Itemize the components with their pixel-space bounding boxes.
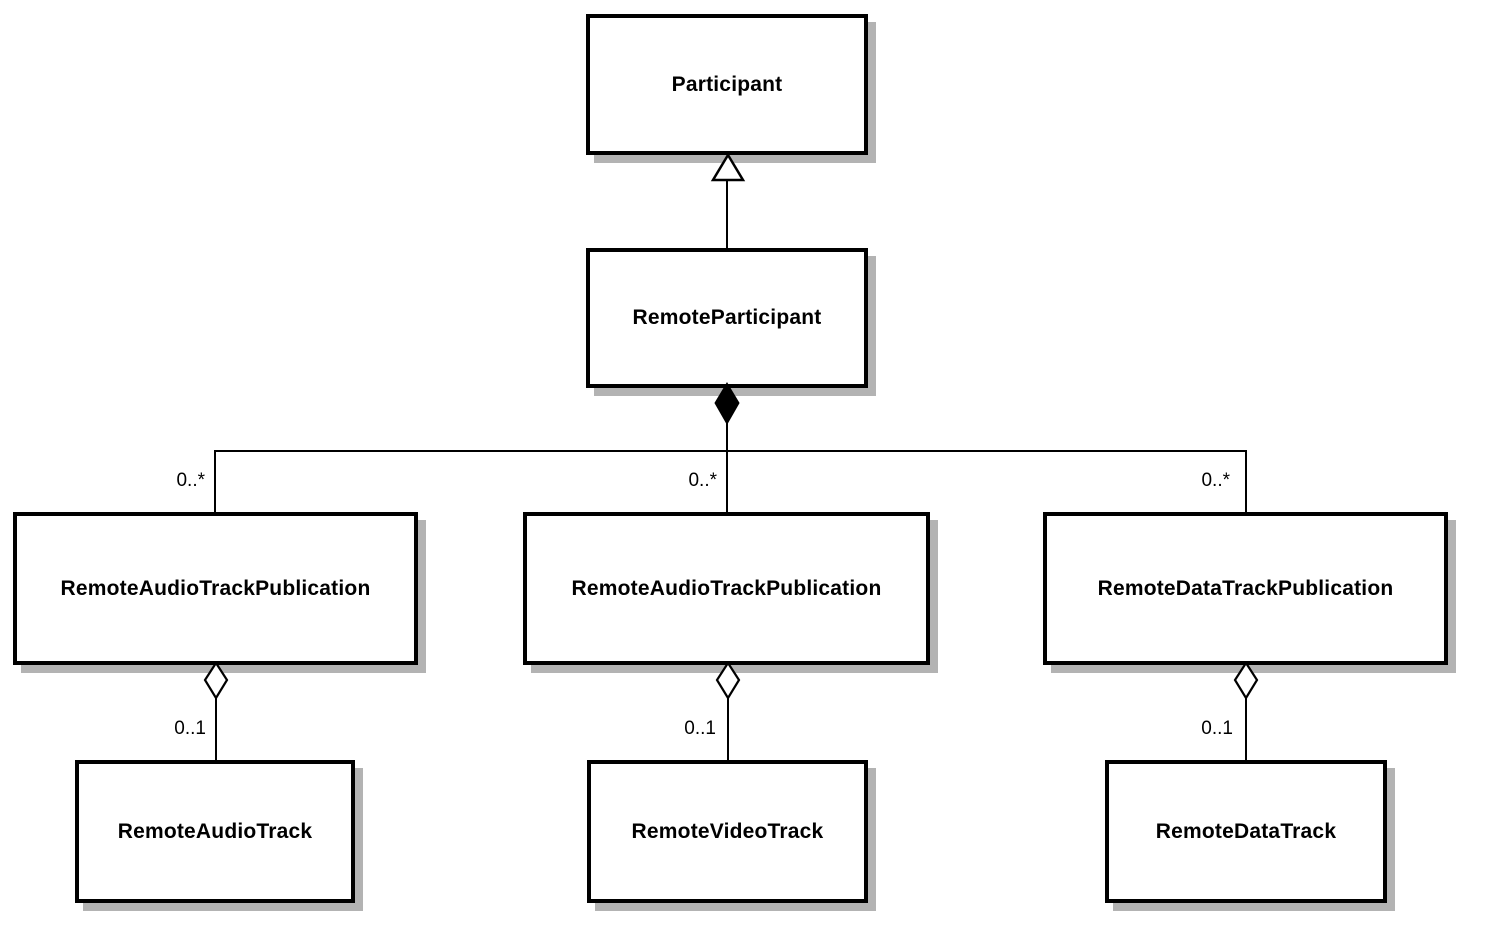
aggregation-line-right: [1245, 698, 1247, 760]
class-label-remote-data-track: RemoteDataTrack: [1155, 819, 1337, 843]
class-box-remote-data-track-publication: RemoteDataTrackPublication: [1043, 512, 1448, 665]
multiplicity-label-many-left: 0..*: [176, 470, 205, 491]
aggregation-diamond-icon-left: [203, 660, 229, 701]
multiplicity-label-one-left: 0..1: [174, 718, 206, 739]
composition-branch-line: [214, 450, 1247, 452]
composition-line-right: [1245, 450, 1247, 512]
aggregation-diamond-icon-right: [1233, 660, 1259, 701]
class-box-remote-audio-track-publication-left: RemoteAudioTrackPublication: [13, 512, 418, 665]
class-label-remote-audio-track: RemoteAudioTrack: [117, 819, 313, 843]
class-label-participant: Participant: [671, 72, 783, 96]
aggregation-line-middle: [727, 698, 729, 760]
class-box-remote-audio-track: RemoteAudioTrack: [75, 760, 355, 903]
aggregation-diamond-icon-middle: [715, 660, 741, 701]
class-label-remote-participant: RemoteParticipant: [632, 306, 822, 329]
composition-line-left: [214, 450, 216, 512]
class-box-remote-participant: RemoteParticipant: [586, 248, 868, 388]
class-box-remote-data-track: RemoteDataTrack: [1105, 760, 1387, 903]
aggregation-line-left: [215, 698, 217, 760]
inheritance-line: [726, 181, 728, 250]
class-label-remote-data-track-publication: RemoteDataTrackPublication: [1097, 576, 1394, 600]
multiplicity-label-one-middle: 0..1: [684, 718, 716, 739]
multiplicity-label-many-middle: 0..*: [688, 470, 717, 491]
composition-diamond-icon: [713, 382, 741, 426]
class-label-remote-audio-track-publication-left: RemoteAudioTrackPublication: [60, 576, 371, 600]
class-box-remote-audio-track-publication-middle: RemoteAudioTrackPublication: [523, 512, 930, 665]
class-label-remote-video-track: RemoteVideoTrack: [631, 819, 824, 843]
multiplicity-label-many-right: 0..*: [1201, 470, 1230, 491]
class-label-remote-audio-track-publication-middle: RemoteAudioTrackPublication: [571, 576, 882, 600]
class-box-participant: Participant: [586, 14, 868, 155]
class-box-remote-video-track: RemoteVideoTrack: [587, 760, 868, 903]
multiplicity-label-one-right: 0..1: [1201, 718, 1233, 739]
inheritance-triangle-icon: [710, 152, 746, 183]
